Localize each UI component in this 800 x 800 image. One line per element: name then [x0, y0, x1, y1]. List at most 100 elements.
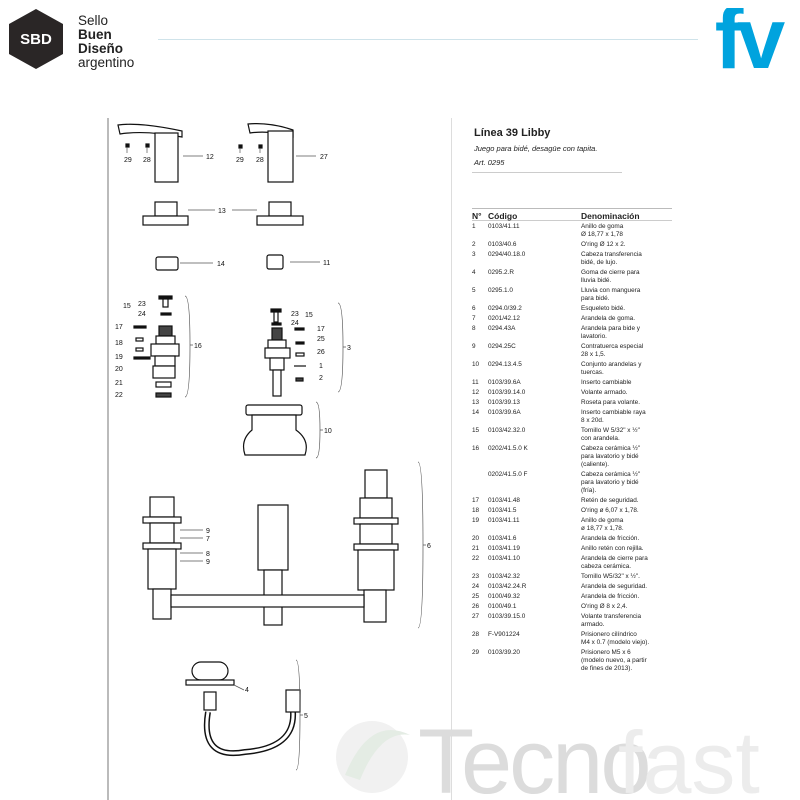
column-divider — [451, 118, 452, 800]
part-code: 0100/49.32 — [488, 593, 520, 600]
part-label: 23 — [138, 301, 146, 308]
description-line: Volante transferencia — [581, 613, 642, 620]
description-line: Goma de cierre para — [581, 269, 640, 276]
part-number: 1 — [472, 223, 476, 230]
part-description: Anillo retén con rejilla. — [581, 545, 671, 553]
part-number: 3 — [472, 251, 476, 258]
part-number: 21 — [472, 545, 480, 552]
part-number: 19 — [472, 517, 480, 524]
part-label: 3 — [347, 345, 351, 352]
part-number: 10 — [472, 361, 480, 368]
sbd-line: Sello — [78, 13, 109, 28]
part-description: Tornillo W 5/32" x ½"con arandela. — [581, 427, 671, 443]
part-label: 19 — [115, 354, 123, 361]
part-label: 6 — [427, 543, 431, 550]
part-label: 12 — [206, 154, 214, 161]
part-label: 29 — [124, 157, 132, 164]
part-code: 0103/39.6A — [488, 379, 521, 386]
description-line: Retén de seguridad. — [581, 497, 639, 504]
part-number: 29 — [472, 649, 480, 656]
description-line: O'ring ø 6,07 x 1,78. — [581, 507, 639, 514]
part-code: 0294/40.18.0 — [488, 251, 526, 258]
description-line: (caliente). — [581, 461, 610, 468]
part-code: 0103/41.48 — [488, 497, 520, 504]
description-line: Prisionero cilíndrico — [581, 631, 637, 638]
part-code: 0294.43A — [488, 325, 516, 332]
column-header-description: Denominación — [581, 211, 640, 221]
part-label: 5 — [304, 713, 308, 720]
nut-assembly-10 — [245, 404, 303, 416]
description-line: Cabeza cerámica ½" — [581, 445, 641, 452]
part-code: 0103/42.32 — [488, 573, 520, 580]
part-description: Arandela de seguridad. — [581, 583, 671, 591]
part-code: 0103/41.5 — [488, 507, 517, 514]
description-line: Anillo retén con rejilla. — [581, 545, 644, 552]
fv-logo-text: fv — [715, 8, 786, 76]
part-label: 17 — [317, 326, 325, 333]
hose-5 — [203, 711, 297, 757]
part-number: 26 — [472, 603, 480, 610]
description-line: Cabeza cerámica ½" — [581, 471, 641, 478]
part-label: 24 — [138, 311, 146, 318]
description-line: (fría). — [581, 487, 597, 494]
part-code: 0103/39.15.0 — [488, 613, 526, 620]
part-code: 0103/40.6 — [488, 241, 517, 248]
part-label: 11 — [323, 260, 330, 267]
part-number: 14 — [472, 409, 480, 416]
part-number: 25 — [472, 593, 480, 600]
watermark-fast: fast — [618, 713, 760, 800]
part-label: 27 — [320, 154, 328, 161]
description-line: Arandela para bide y — [581, 325, 640, 332]
description-line: para lavatorio y bidé — [581, 479, 639, 486]
part-label: 4 — [245, 687, 249, 694]
part-description: Cabeza cerámica ½"para lavatorio y bidé(… — [581, 471, 671, 495]
part-label: 7 — [206, 536, 210, 543]
insert-11 — [266, 254, 284, 270]
part-code: 0103/41.11 — [488, 223, 520, 230]
part-description: Roseta para volante. — [581, 399, 671, 407]
shower-head-4 — [191, 661, 229, 681]
part-label: 24 — [291, 320, 299, 327]
part-description: O'ring ø 6,07 x 1,78. — [581, 507, 671, 515]
description-line: Inserto cambiable — [581, 379, 632, 386]
sbd-wordmark: Sello Buen Diseño argentino — [78, 14, 134, 70]
description-line: Arandela de fricción. — [581, 593, 640, 600]
part-number: 24 — [472, 583, 480, 590]
part-label: 23 — [291, 311, 299, 318]
part-label: 9 — [206, 559, 210, 566]
part-code: 0103/39.6A — [488, 409, 521, 416]
table-header: N° Código Denominación — [472, 208, 672, 221]
description-line: Ø 18,77 x 1,78 — [581, 231, 623, 238]
part-number: 27 — [472, 613, 480, 620]
title-divider — [472, 172, 622, 173]
part-label: 16 — [194, 343, 202, 350]
description-line: ø 18,77 x 1,78. — [581, 525, 624, 532]
part-number: 2 — [472, 241, 476, 248]
part-label: 15 — [305, 312, 313, 319]
header-divider — [158, 39, 698, 40]
part-number: 4 — [472, 269, 476, 276]
part-label: 14 — [217, 261, 225, 268]
part-code: 0103/39.20 — [488, 649, 520, 656]
part-label: 28 — [256, 157, 264, 164]
description-line: Contratuerca especial — [581, 343, 644, 350]
